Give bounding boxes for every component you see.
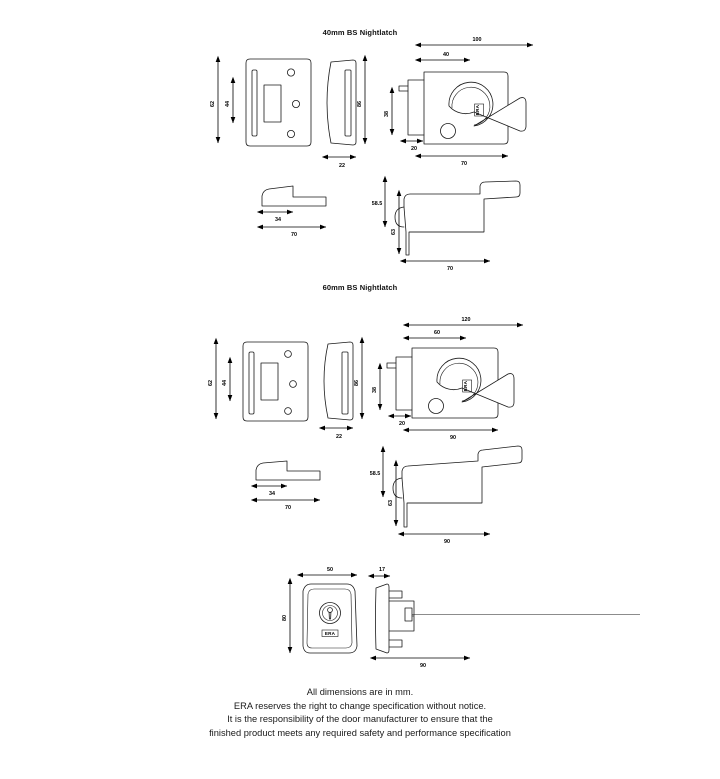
- era-logo-cylinder: ERA: [325, 631, 336, 636]
- dim-label: 90: [450, 435, 456, 441]
- cylinder-front-view: ERA: [302, 583, 358, 654]
- staple-side-view-40: [326, 59, 357, 146]
- dim-34-bolt-60: 34: [250, 483, 288, 497]
- dim-22-staple-60: 22: [318, 425, 354, 440]
- dim-label: 120: [462, 317, 471, 323]
- dim-label: 34: [275, 217, 281, 223]
- dim-label: 70: [447, 266, 453, 272]
- dim-90-cylinder: 90: [369, 655, 471, 669]
- dim-label: 44: [225, 101, 231, 107]
- staple-front-view-60: [242, 341, 309, 422]
- section-title-40mm: 40mm BS Nightlatch: [322, 28, 398, 37]
- dim-label: 38: [372, 387, 378, 393]
- dim-70-bolt-40: 70: [256, 224, 327, 238]
- footer-line-2: ERA reserves the right to change specifi…: [233, 700, 487, 711]
- group-60mm-nightlatch: 62 44 86 22: [208, 317, 524, 545]
- section-title-60mm: 60mm BS Nightlatch: [322, 283, 398, 292]
- dim-70-body-40: 70: [414, 153, 509, 167]
- dim-22-staple-40: 22: [321, 154, 357, 169]
- dim-label: 100: [473, 37, 482, 43]
- dim-62-staple-60: 62: [208, 337, 219, 420]
- dim-44-staple-60: 44: [222, 356, 233, 402]
- dim-label: 86: [354, 380, 360, 386]
- lock-body-front-view-60: ERA: [386, 347, 515, 419]
- dim-86-staple-40: 86: [357, 54, 368, 145]
- dim-86-staple-60: 86: [354, 336, 365, 420]
- dim-70-side-40: 70: [399, 258, 491, 272]
- dim-label: 34: [269, 491, 275, 497]
- dim-label: 70: [461, 161, 467, 167]
- dim-70-bolt-60: 70: [250, 497, 321, 511]
- era-logo-knob-60: ERA: [463, 380, 468, 391]
- dim-label: 62: [210, 101, 216, 107]
- dim-label: 63: [391, 229, 397, 235]
- dim-60-body-60: 60: [402, 330, 467, 341]
- dim-80-cylinder: 80: [282, 577, 293, 654]
- era-logo-knob-40: ERA: [475, 104, 480, 115]
- dim-90-body-60: 90: [402, 427, 499, 441]
- dim-label: 58.5: [372, 201, 383, 207]
- lock-body-front-view-40: ERA: [398, 71, 527, 145]
- dim-label: 62: [208, 380, 214, 386]
- dim-label: 17: [379, 567, 385, 573]
- dim-label: 44: [222, 380, 228, 386]
- dim-17-cylinder: 17: [367, 567, 391, 579]
- dim-label: 40: [443, 52, 449, 58]
- lock-body-side-view-40: [394, 180, 521, 256]
- footer-line-1: All dimensions are in mm.: [306, 687, 414, 697]
- dim-120-body-60: 120: [402, 317, 524, 328]
- dim-label: 70: [285, 505, 291, 511]
- dim-38-body-40: 38: [384, 86, 395, 136]
- dim-34-bolt-40: 34: [256, 209, 294, 223]
- dim-58_5-side-40: 58.5: [372, 175, 388, 228]
- dim-label: 22: [339, 163, 345, 169]
- dim-label: 58.5: [370, 471, 381, 477]
- dim-label: 70: [291, 232, 297, 238]
- dim-label: 90: [444, 539, 450, 545]
- dim-label: 20: [399, 421, 405, 427]
- dim-38-body-60: 38: [372, 362, 383, 411]
- dim-label: 63: [388, 500, 394, 506]
- dim-58_5-side-60: 58.5: [370, 445, 386, 498]
- footer-line-4: finished product meets any required safe…: [209, 727, 511, 738]
- dim-label: 80: [282, 615, 288, 621]
- latch-bolt-view-40: [261, 185, 327, 207]
- dim-100-body-40: 100: [414, 37, 534, 48]
- footer-line-3: It is the responsibility of the door man…: [227, 714, 493, 724]
- dim-44-staple-40: 44: [225, 76, 236, 124]
- dim-63-side-60: 63: [388, 459, 399, 527]
- dim-label: 50: [327, 567, 333, 573]
- footer-notes: All dimensions are in mm. ERA reserves t…: [0, 686, 720, 740]
- dim-50-cylinder: 50: [296, 567, 358, 578]
- group-cylinder: ERA 50 80 17: [282, 567, 640, 669]
- staple-front-view-40: [245, 58, 312, 147]
- lock-body-side-view-60: [392, 445, 523, 528]
- dim-63-side-40: 63: [391, 189, 402, 255]
- dim-label: 22: [336, 434, 342, 440]
- dim-40-body-40: 40: [414, 52, 471, 63]
- group-40mm-nightlatch: 62 44 86 22: [210, 37, 534, 272]
- staple-side-view-60: [323, 341, 354, 421]
- dim-62-staple-40: 62: [210, 55, 221, 144]
- dim-label: 60: [434, 330, 440, 336]
- latch-bolt-view-60: [255, 460, 321, 481]
- dim-20-body-40: 20: [399, 138, 424, 152]
- dim-20-body-60: 20: [387, 413, 412, 427]
- dim-label: 20: [411, 146, 417, 152]
- cylinder-side-view: [375, 583, 640, 654]
- dim-label: 86: [357, 101, 363, 107]
- dim-label: 90: [420, 663, 426, 669]
- dim-90-side-60: 90: [397, 531, 491, 545]
- dim-label: 38: [384, 111, 390, 117]
